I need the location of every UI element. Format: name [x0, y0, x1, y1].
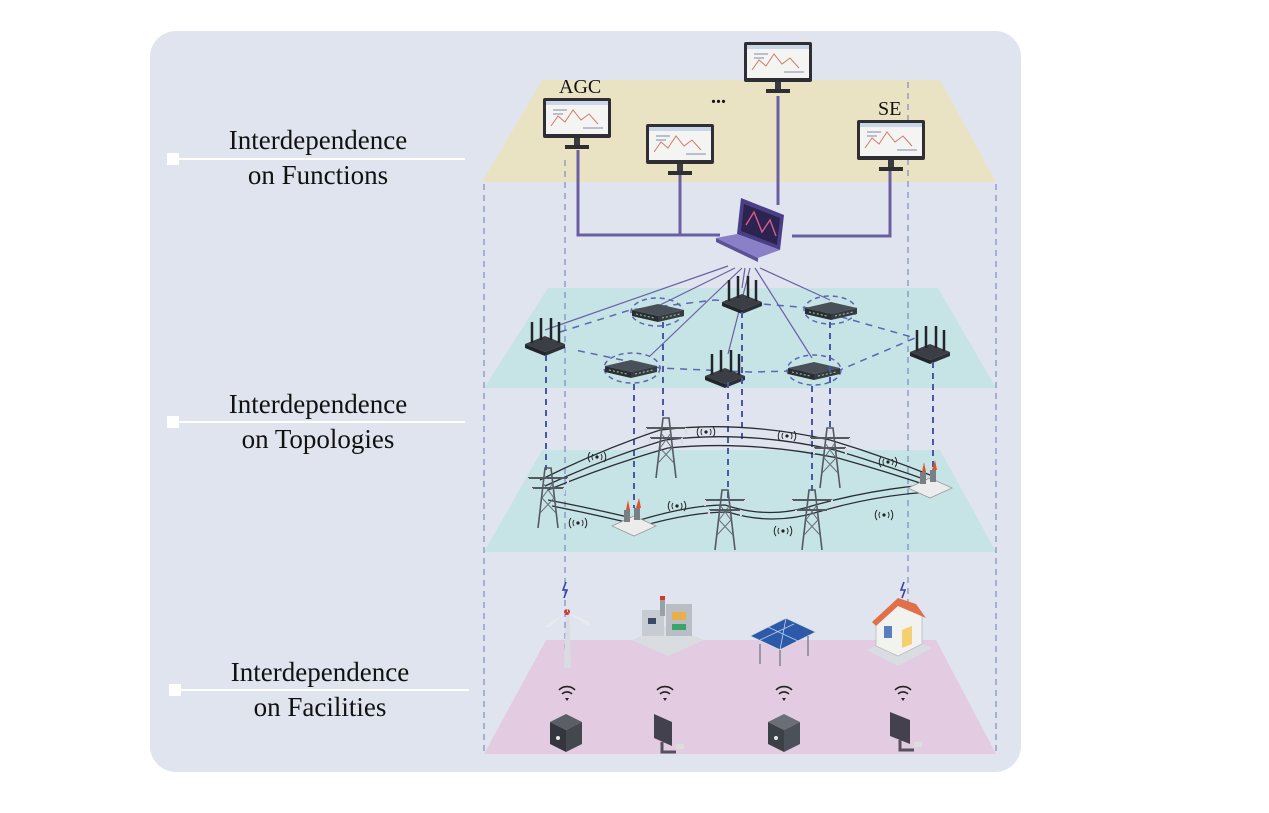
router-2 — [720, 274, 764, 316]
agc-tag: AGC — [559, 76, 601, 98]
functions-layer-label: Interdependence on Functions — [188, 123, 448, 193]
facility-controller-2 — [654, 714, 684, 754]
facility-controller-3 — [768, 714, 800, 752]
se-tag: SE — [878, 98, 901, 120]
wind-turbine — [545, 600, 590, 668]
facility-controller-1 — [550, 714, 582, 752]
facilities-label-line2: on Facilities — [253, 692, 387, 722]
lightning-icon — [899, 581, 907, 599]
power-plant — [632, 596, 704, 656]
facilities-label-line1: Interdependence — [230, 657, 410, 687]
control-laptop — [716, 198, 784, 262]
facilities-label-line — [174, 689, 469, 691]
more-functions-ellipsis: ... — [711, 86, 726, 108]
solar-panels — [748, 617, 818, 666]
topologies-label-line — [172, 421, 465, 423]
laptop-network-links — [544, 265, 831, 359]
topologies-layer-label: Interdependence on Topologies — [188, 387, 448, 457]
transmission-lines — [539, 426, 936, 527]
lightning-icon — [561, 581, 569, 599]
wireless-signal-icon — [696, 426, 716, 438]
facilities-layer-label: Interdependence on Facilities — [190, 655, 450, 725]
functions-label-line — [172, 158, 465, 160]
switch-3-highlight — [603, 352, 661, 384]
topologies-label-line1: Interdependence — [228, 389, 408, 419]
network-grid-links — [545, 312, 934, 508]
topologies-label-line2: on Topologies — [241, 424, 395, 454]
house — [866, 598, 932, 666]
facility-controller-4 — [890, 712, 922, 752]
function-links — [576, 96, 892, 238]
functions-label-line2: on Functions — [247, 160, 389, 190]
facilities-plane — [484, 640, 996, 754]
network-plane — [484, 288, 996, 388]
functions-label-line1: Interdependence — [228, 125, 408, 155]
switch-4-highlight — [786, 354, 842, 386]
